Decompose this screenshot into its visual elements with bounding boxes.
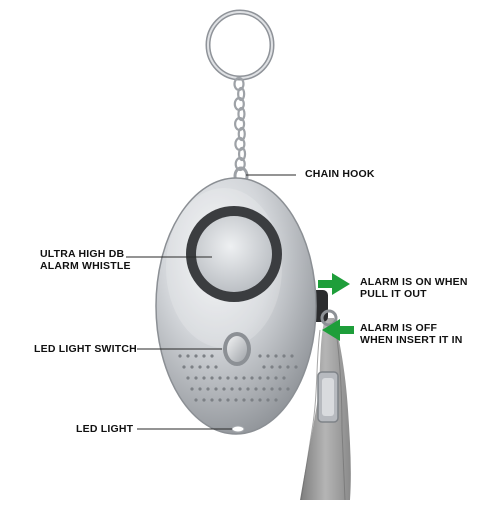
sound-hole	[294, 365, 298, 369]
sound-hole	[286, 387, 290, 391]
label-alarm-on: ALARM IS ON WHEN PULL IT OUT	[360, 276, 468, 300]
sound-hole	[274, 376, 278, 380]
label-led-switch: LED LIGHT SWITCH	[34, 343, 137, 355]
led-switch-button	[223, 332, 251, 366]
sound-hole	[250, 398, 254, 402]
sound-hole	[218, 398, 222, 402]
sound-hole	[226, 398, 230, 402]
sound-hole	[194, 354, 198, 358]
sound-hole	[194, 398, 198, 402]
sound-hole	[198, 365, 202, 369]
label-line: PULL IT OUT	[360, 288, 427, 300]
label-line: ALARM IS ON WHEN	[360, 276, 468, 288]
sound-hole	[234, 376, 238, 380]
sound-hole	[194, 376, 198, 380]
sound-hole	[282, 376, 286, 380]
sound-hole	[210, 398, 214, 402]
sound-hole	[242, 376, 246, 380]
sound-hole	[290, 354, 294, 358]
sound-hole	[286, 365, 290, 369]
label-line: ALARM IS OFF	[360, 322, 438, 334]
label-line: WHEN INSERT IT IN	[360, 334, 463, 346]
sound-hole	[182, 365, 186, 369]
sound-hole	[246, 387, 250, 391]
sound-hole	[270, 365, 274, 369]
label-line: ULTRA HIGH DB	[40, 248, 125, 260]
chain-link	[237, 86, 246, 102]
chain-link	[237, 106, 246, 122]
chain-link	[237, 126, 246, 142]
sound-hole	[218, 376, 222, 380]
sound-hole	[266, 354, 270, 358]
label-line: ALARM WHISTLE	[40, 260, 131, 272]
sound-hole	[234, 398, 238, 402]
led-light	[231, 425, 245, 433]
sound-holes	[178, 354, 298, 402]
sound-hole	[266, 376, 270, 380]
label-line: CHAIN HOOK	[305, 168, 375, 180]
speaker	[186, 206, 282, 302]
sound-hole	[278, 387, 282, 391]
sound-hole	[262, 387, 266, 391]
sound-hole	[274, 354, 278, 358]
pointer-lines	[126, 174, 296, 430]
sound-hole	[274, 398, 278, 402]
sound-hole	[178, 354, 182, 358]
sound-hole	[258, 354, 262, 358]
sound-hole	[222, 387, 226, 391]
label-alarm-whistle: ULTRA HIGH DB ALARM WHISTLE	[40, 248, 131, 272]
label-chain-hook: CHAIN HOOK	[305, 168, 375, 180]
sound-hole	[258, 376, 262, 380]
label-line: LED LIGHT	[76, 423, 134, 435]
sound-hole	[206, 387, 210, 391]
sound-hole	[250, 376, 254, 380]
sound-hole	[282, 354, 286, 358]
sound-hole	[238, 387, 242, 391]
arrow-alarm-on	[318, 273, 350, 295]
chain-link	[234, 156, 246, 172]
chain	[233, 76, 247, 172]
sound-hole	[230, 387, 234, 391]
sound-hole	[186, 354, 190, 358]
chain-link	[237, 146, 247, 162]
sound-hole	[258, 398, 262, 402]
sound-hole	[266, 398, 270, 402]
sound-hole	[210, 376, 214, 380]
sound-hole	[270, 387, 274, 391]
sound-hole	[202, 354, 206, 358]
sound-hole	[262, 365, 266, 369]
sound-hole	[198, 387, 202, 391]
sound-hole	[206, 365, 210, 369]
label-led-light: LED LIGHT	[76, 423, 133, 435]
sound-hole	[214, 387, 218, 391]
sound-hole	[202, 376, 206, 380]
arrow-alarm-off	[322, 319, 354, 341]
sound-hole	[210, 354, 214, 358]
sound-hole	[186, 376, 190, 380]
sound-hole	[190, 387, 194, 391]
lanyard-strap	[300, 318, 351, 501]
sound-hole	[214, 365, 218, 369]
sound-hole	[190, 365, 194, 369]
label-alarm-off: ALARM IS OFF WHEN INSERT IT IN	[360, 322, 463, 346]
sound-hole	[202, 398, 206, 402]
label-line: LED LIGHT SWITCH	[34, 343, 137, 355]
key-ring	[205, 9, 275, 81]
sound-hole	[278, 365, 282, 369]
sound-hole	[242, 398, 246, 402]
sound-hole	[254, 387, 258, 391]
sound-hole	[226, 376, 230, 380]
